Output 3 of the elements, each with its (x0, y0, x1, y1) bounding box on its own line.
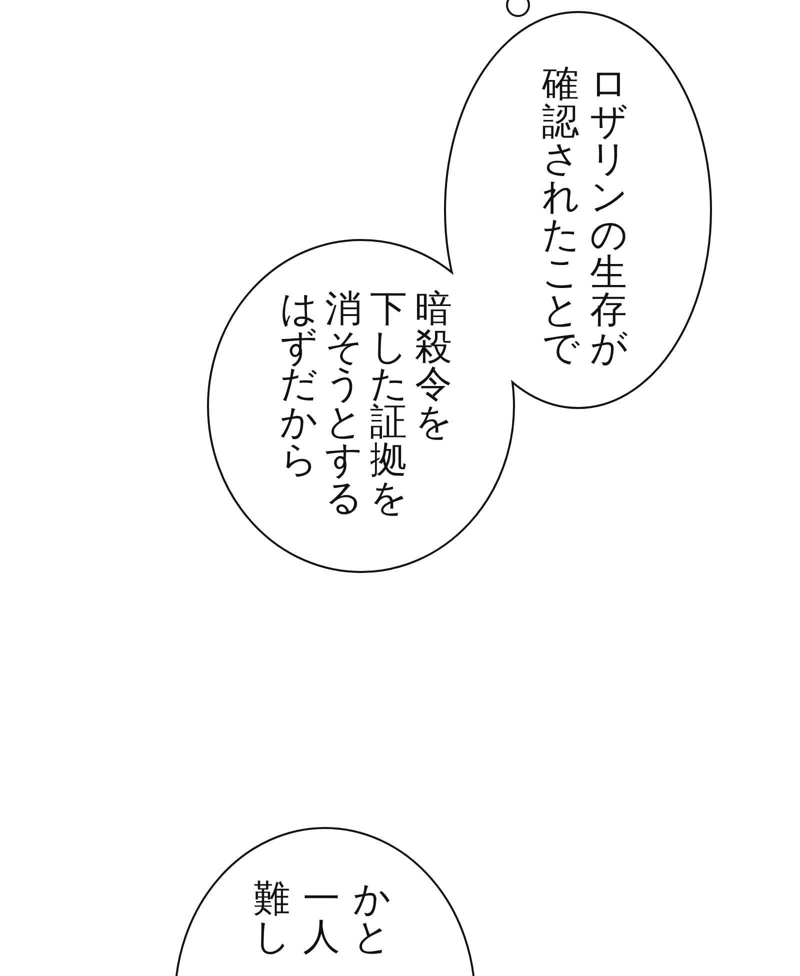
speech-text: かと一人難し (253, 880, 390, 956)
speech-text: ロザリンの生存が確認されたことで (542, 65, 627, 367)
speech-text: 暗殺令を下した証拠を消そうとするはずだから (280, 290, 452, 516)
